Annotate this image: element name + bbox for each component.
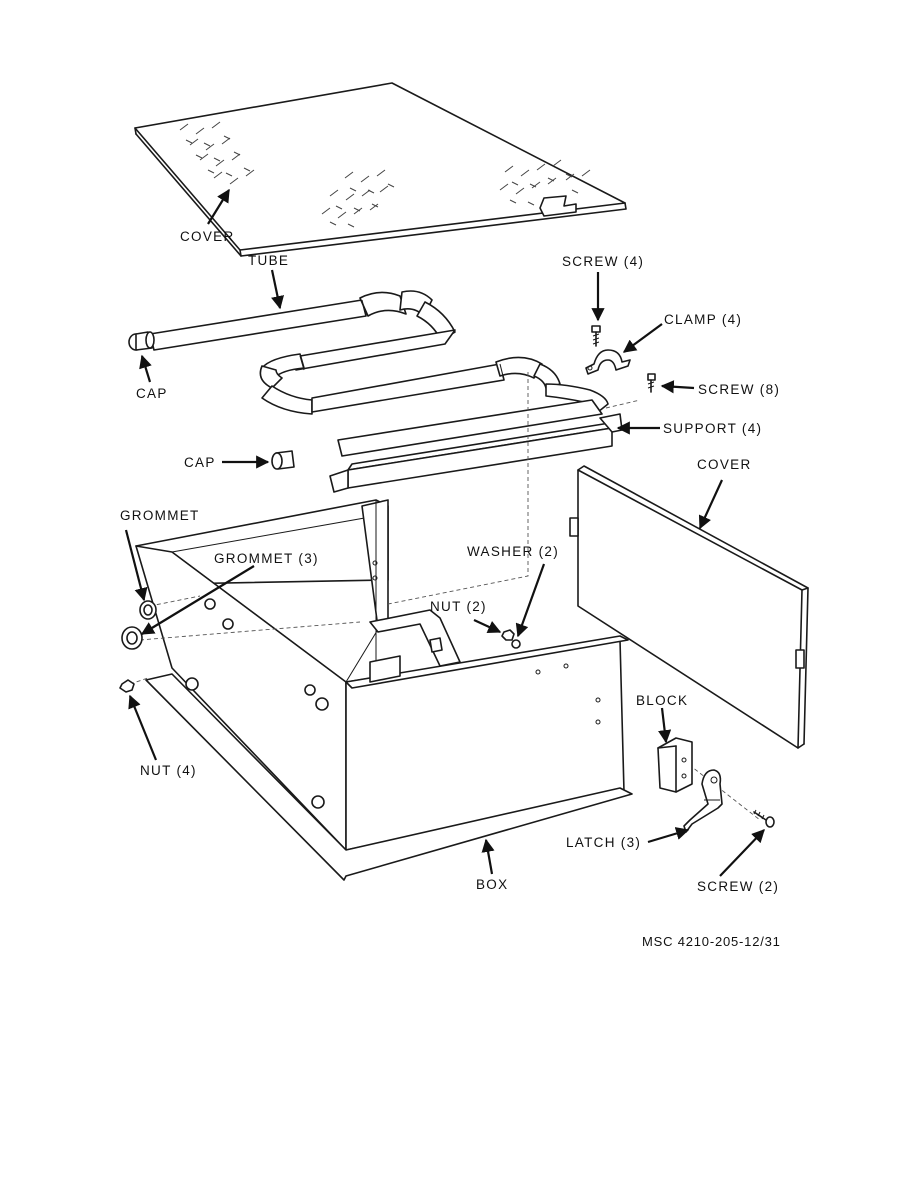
cover-side-label: COVER: [697, 457, 752, 472]
top-cover-plate: [134, 82, 627, 257]
support-4-label: SUPPORT (4): [663, 421, 762, 436]
grommet-label: GROMMET: [120, 508, 200, 523]
tread-pattern: [179, 121, 591, 228]
block-callout: BLOCK: [636, 693, 688, 744]
nut-4-part: [119, 679, 135, 693]
screw-8-label: SCREW (8): [698, 382, 780, 397]
cover-top-label: COVER: [180, 229, 235, 244]
support-callout: SUPPORT (4): [616, 421, 762, 436]
grommet-3-part: [121, 626, 143, 650]
cap-2-label: CAP: [184, 455, 216, 470]
cap-1-label: CAP: [136, 386, 168, 401]
screw-8-callout: SCREW (8): [660, 380, 780, 397]
screw-2-callout: SCREW (2): [697, 829, 779, 894]
grommet-3-label: GROMMET (3): [214, 551, 319, 566]
figure-id: MSC 4210-205-12/31: [642, 934, 781, 949]
box-callout: BOX: [476, 838, 508, 892]
cap-2-callout: CAP: [184, 455, 270, 470]
clamp-part: [585, 349, 631, 375]
nut-2-label: NUT (2): [430, 599, 487, 614]
block-label: BLOCK: [636, 693, 688, 708]
screw-2-label: SCREW (2): [697, 879, 779, 894]
tube-callout: TUBE: [248, 253, 289, 310]
screw-4-part: [591, 325, 601, 347]
cover-top-callout: COVER: [180, 188, 235, 244]
screw-8-part: [647, 373, 656, 393]
washer-2-label: WASHER (2): [467, 544, 559, 559]
latch-3-label: LATCH (3): [566, 835, 641, 850]
screw-2-part: [753, 809, 775, 828]
nut-2-part: [501, 629, 515, 641]
screw-4-callout: SCREW (4): [562, 254, 644, 322]
clamp-callout: CLAMP (4): [622, 312, 742, 353]
grommet-part: [139, 600, 157, 620]
cap-1-callout: CAP: [136, 354, 168, 401]
screw-4-label: SCREW (4): [562, 254, 644, 269]
nut-4-callout: NUT (4): [128, 694, 197, 778]
latch-part: [683, 769, 723, 833]
box: [129, 372, 761, 881]
block-part: [657, 737, 693, 793]
cover-side-callout: COVER: [697, 457, 752, 530]
tube-assembly: [149, 290, 609, 457]
grommet-3-callout: GROMMET (3): [140, 551, 319, 635]
nut-2-callout: NUT (2): [430, 599, 502, 634]
washer-part: [511, 639, 521, 649]
clamp-4-label: CLAMP (4): [664, 312, 742, 327]
grommet-callout: GROMMET: [120, 508, 200, 602]
side-cover: [569, 465, 809, 749]
cap-1: [128, 331, 155, 351]
tube-label: TUBE: [248, 253, 289, 268]
latch-callout: LATCH (3): [566, 827, 690, 850]
cap-2: [271, 450, 295, 470]
washer-callout: WASHER (2): [467, 544, 559, 638]
nut-4-label: NUT (4): [140, 763, 197, 778]
cover-hinge: [539, 195, 577, 217]
support-part: [329, 413, 623, 493]
box-label: BOX: [476, 877, 508, 892]
